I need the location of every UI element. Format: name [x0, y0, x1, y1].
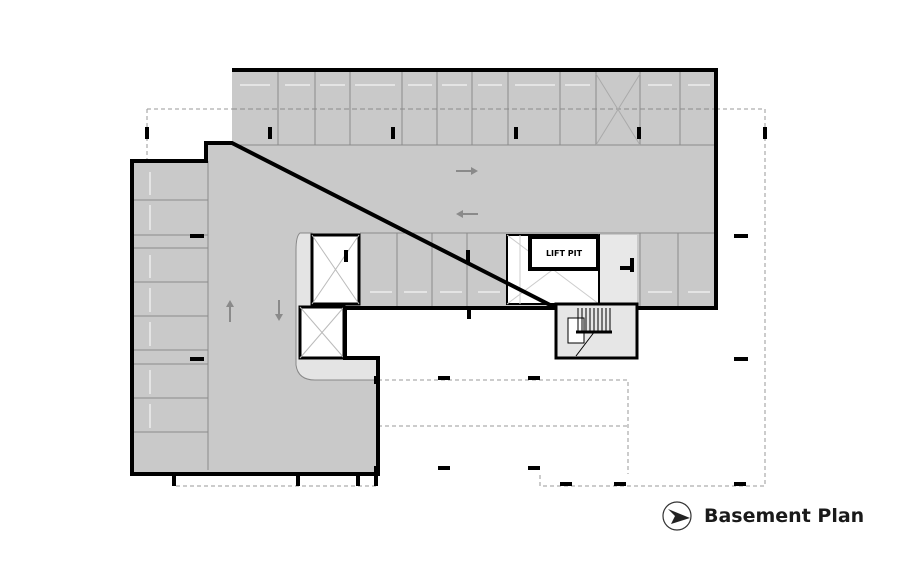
column	[190, 234, 204, 238]
column	[466, 250, 470, 262]
column	[734, 482, 746, 486]
column	[528, 376, 540, 380]
lift-shafts	[298, 233, 639, 360]
arrow-left-icon	[456, 210, 478, 218]
column	[734, 357, 748, 361]
column	[172, 474, 176, 486]
structural-columns	[145, 127, 767, 486]
column	[344, 250, 348, 262]
column	[374, 376, 378, 384]
column	[190, 357, 204, 361]
column	[268, 127, 272, 139]
basement-floor	[132, 70, 716, 474]
lift-pit-box	[528, 235, 600, 271]
column	[560, 482, 572, 486]
stair-icon	[567, 308, 612, 357]
column	[763, 127, 767, 139]
column	[438, 376, 450, 380]
column	[438, 466, 450, 470]
column	[630, 258, 634, 272]
column	[467, 307, 471, 319]
lift-pit-label: LIFT PIT	[546, 249, 583, 258]
column	[620, 266, 634, 270]
column	[734, 234, 748, 238]
outer-wall	[130, 68, 718, 476]
column	[528, 466, 540, 470]
column	[637, 127, 641, 139]
stall-marks	[149, 84, 710, 428]
column	[296, 474, 300, 486]
arrow-up-icon	[226, 300, 234, 322]
column	[614, 482, 626, 486]
plan-title: Basement Plan	[704, 505, 865, 527]
column	[145, 127, 149, 139]
column	[356, 474, 360, 486]
traffic-arrows	[226, 167, 478, 322]
column	[391, 127, 395, 139]
parking-stalls	[132, 70, 716, 470]
column	[514, 127, 518, 139]
arrow-down-icon	[275, 300, 283, 321]
north-arrow-icon	[662, 501, 692, 531]
column	[374, 466, 378, 486]
arrow-right-icon	[456, 167, 478, 175]
